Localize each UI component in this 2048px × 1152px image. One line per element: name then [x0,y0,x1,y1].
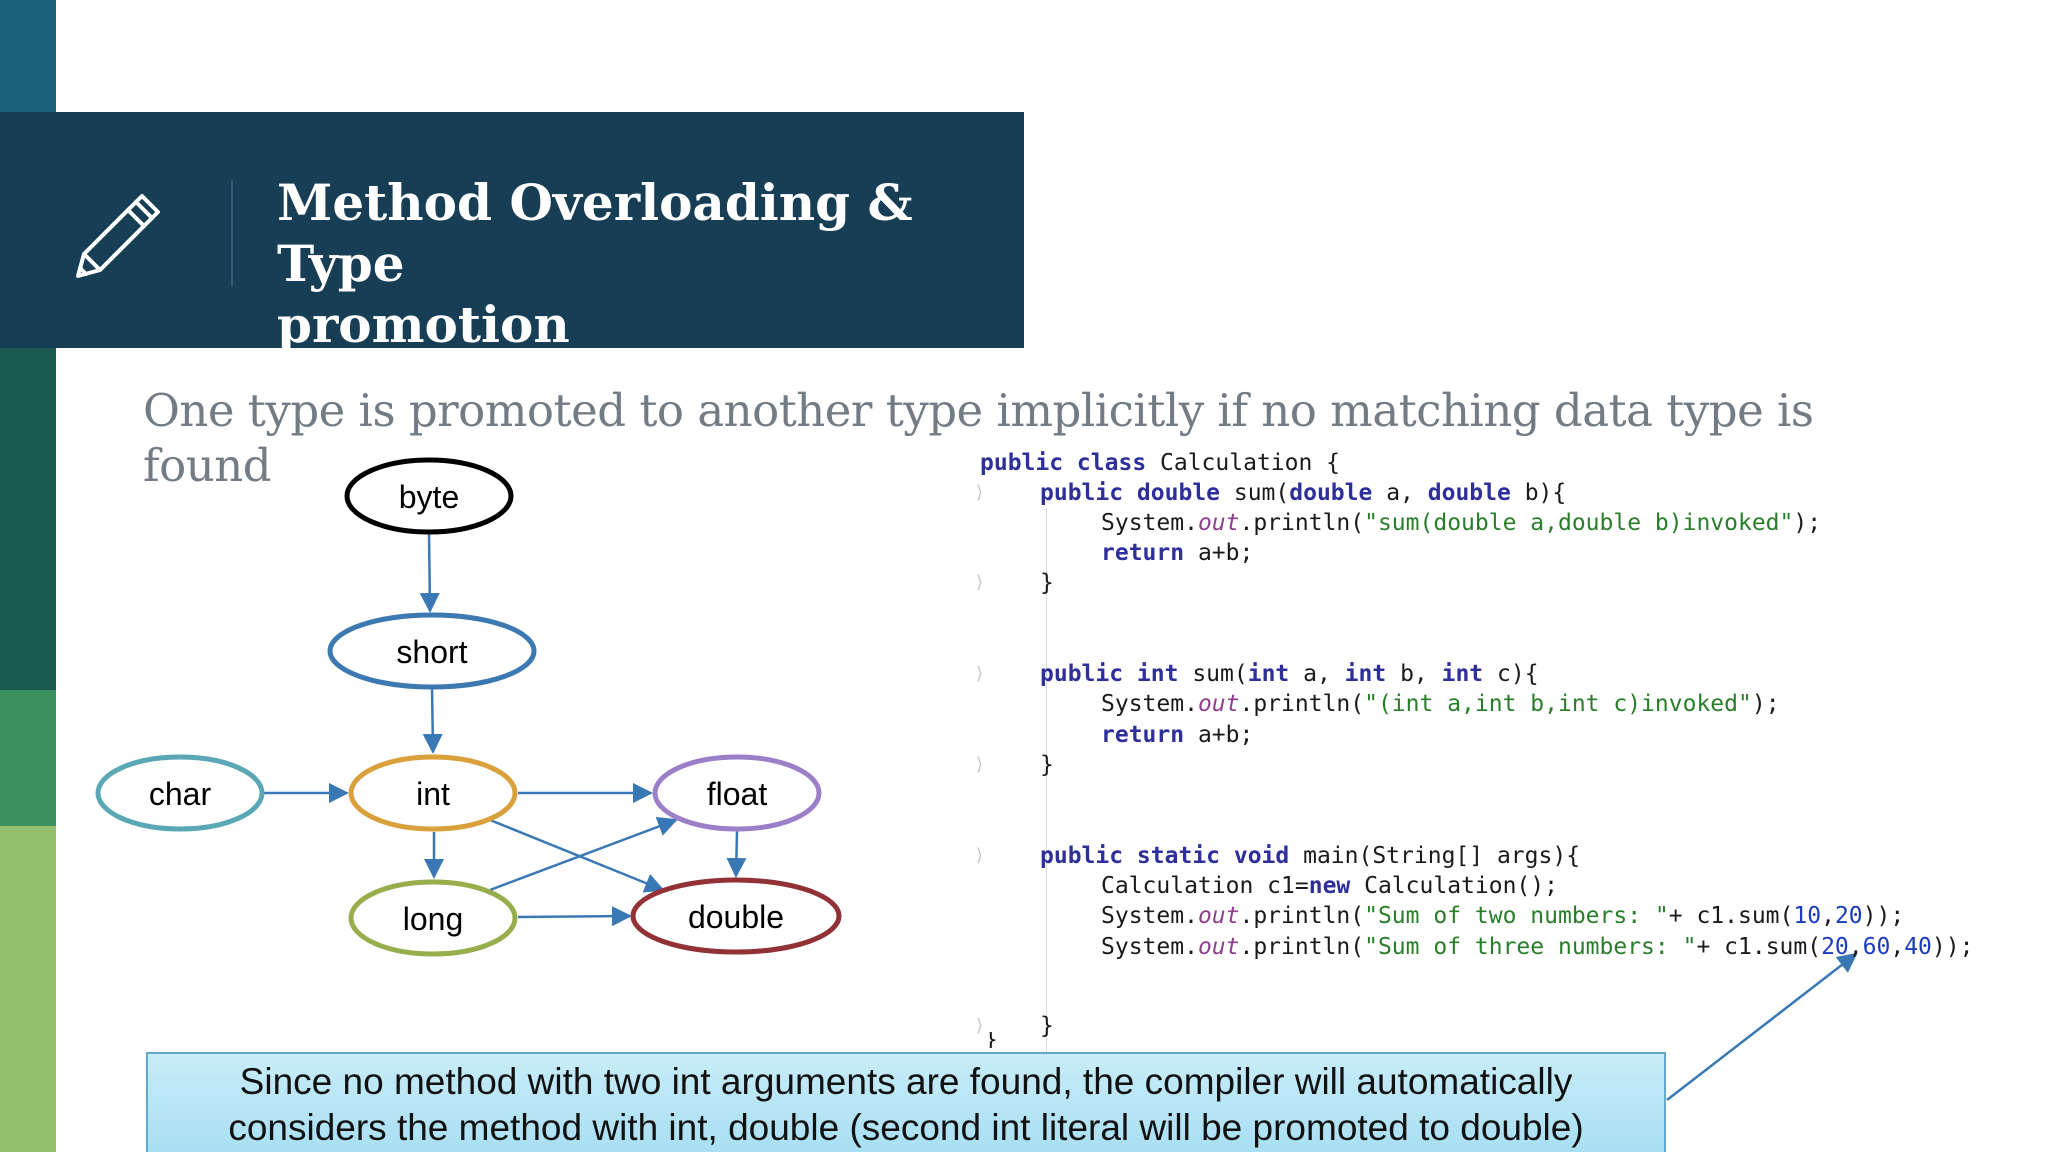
code-line: System.out.println("sum(double a,double … [1101,510,1822,536]
title-banner [0,112,1024,348]
edge-float-double [726,830,747,878]
code-line: public static void main(String[] args){ [1040,843,1581,869]
code-line: public class Calculation { [980,450,1341,476]
node-char-label: char [149,776,212,812]
code-line: System.out.println("(int a,int b,int c)i… [1101,691,1780,717]
subtitle-line-2: found [143,439,272,492]
banner-divider [231,180,233,287]
edge-int-double [489,818,665,893]
slide-title: Method Overloading & Type promotion [277,172,997,355]
edge-short-int [422,685,443,754]
code-line: } [984,1032,998,1048]
node-long [348,879,518,957]
code-line: } [1040,570,1054,596]
code-line: } [1040,752,1054,778]
indent-guide [1046,508,1047,1080]
node-float [652,754,822,832]
title-line-1: Method Overloading & Type [277,173,913,293]
note-line-1: Since no method with two int arguments a… [239,1061,1573,1102]
node-int [348,754,518,832]
code-line: return a+b; [1101,540,1254,566]
node-double-label: double [688,899,784,935]
code-line: public double sum(double a, double b){ [1040,480,1567,506]
accent-strip-top [0,0,56,112]
fold-marker: ⟩ [974,663,985,684]
edge-long-float [489,816,678,892]
callout-note: Since no method with two int arguments a… [146,1052,1666,1152]
code-line: public int sum(int a, int b, int c){ [1040,661,1539,687]
title-line-2: promotion [277,295,570,354]
node-short-label: short [396,634,467,670]
pencil-icon [76,194,160,278]
node-char [95,754,265,832]
node-int-label: int [416,776,450,812]
code-line: Calculation c1=new Calculation(); [1101,873,1558,899]
fold-marker: ⟩ [974,845,985,866]
node-float-label: float [707,776,768,812]
node-double [630,877,842,955]
accent-strip-mid [0,690,56,826]
accent-strip-dark [0,348,56,690]
fold-marker: ⟩ [974,482,985,503]
edge-byte-short [419,531,440,613]
code-line: System.out.println("Sum of two numbers: … [1101,903,1905,929]
code-line: } [1040,1013,1054,1039]
accent-strip-light [0,826,56,1152]
fold-marker: ⟩ [974,572,985,593]
code-line: System.out.println("Sum of three numbers… [1101,934,1974,960]
node-short [327,612,537,690]
subtitle-line-1: One type is promoted to another type imp… [143,384,1814,437]
edge-long-double [517,906,632,927]
fold-marker: ⟩ [974,754,985,775]
fold-marker: ⟩ [974,1015,985,1036]
node-long-label: long [403,901,464,937]
code-snippet: ⟩ ⟩ ⟩ ⟩ ⟩ ⟩ public class Calculation { p… [974,448,2040,1080]
code-line: return a+b; [1101,722,1254,748]
slide-subtitle: One type is promoted to another type imp… [143,383,1893,493]
note-line-2: considers the method with int, double (s… [228,1107,1584,1148]
